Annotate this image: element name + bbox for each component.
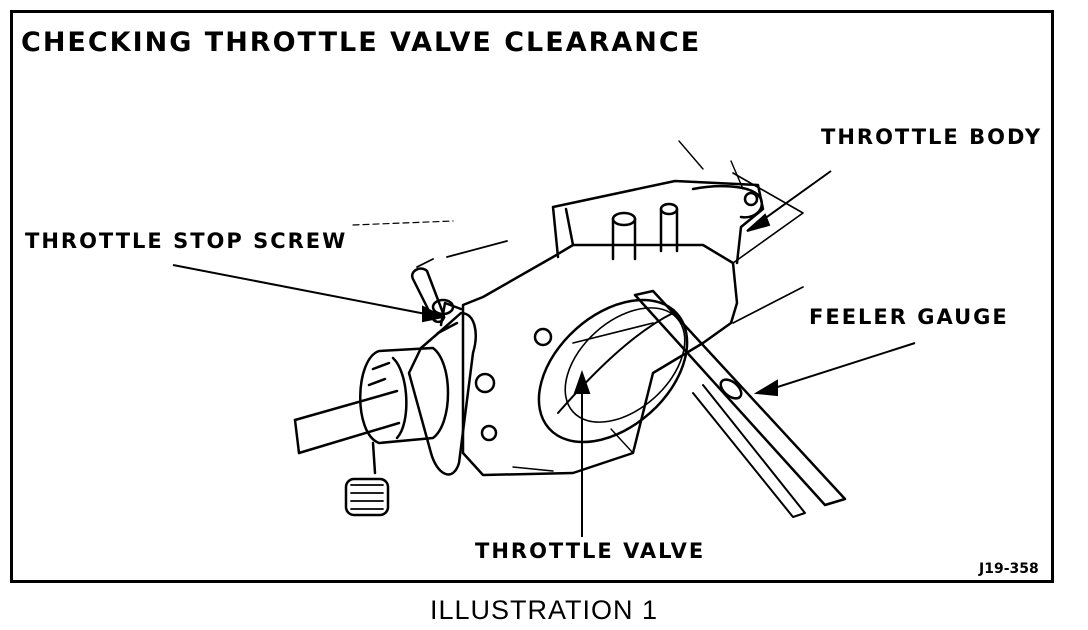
figure-caption: ILLUSTRATION 1	[429, 595, 659, 625]
feeler-gauge-blade	[633, 289, 847, 507]
callout-stop-screw	[172, 264, 432, 316]
diagram-title: CHECKING THROTTLE VALVE CLEARANCE	[21, 27, 702, 58]
throttle-body-drawing	[172, 140, 916, 537]
return-spring	[371, 441, 377, 475]
throttle-lever	[407, 311, 477, 476]
figure-code: J19-358	[979, 561, 1039, 577]
throttle-bore	[537, 298, 689, 444]
illustration-frame: CHECKING THROTTLE VALVE CLEARANCE	[10, 10, 1054, 583]
label-throttle-valve: THROTTLE VALVE	[475, 539, 706, 563]
throttle-shaft	[293, 389, 401, 455]
throttle-body-block	[461, 243, 739, 477]
label-throttle-body: THROTTLE BODY	[821, 125, 1043, 149]
label-feeler-gauge: FEELER GAUGE	[809, 305, 1009, 329]
label-throttle-stop-screw: THROTTLE STOP SCREW	[25, 229, 348, 253]
callout-feeler-gauge	[764, 342, 916, 392]
shaft-collar	[359, 346, 450, 445]
